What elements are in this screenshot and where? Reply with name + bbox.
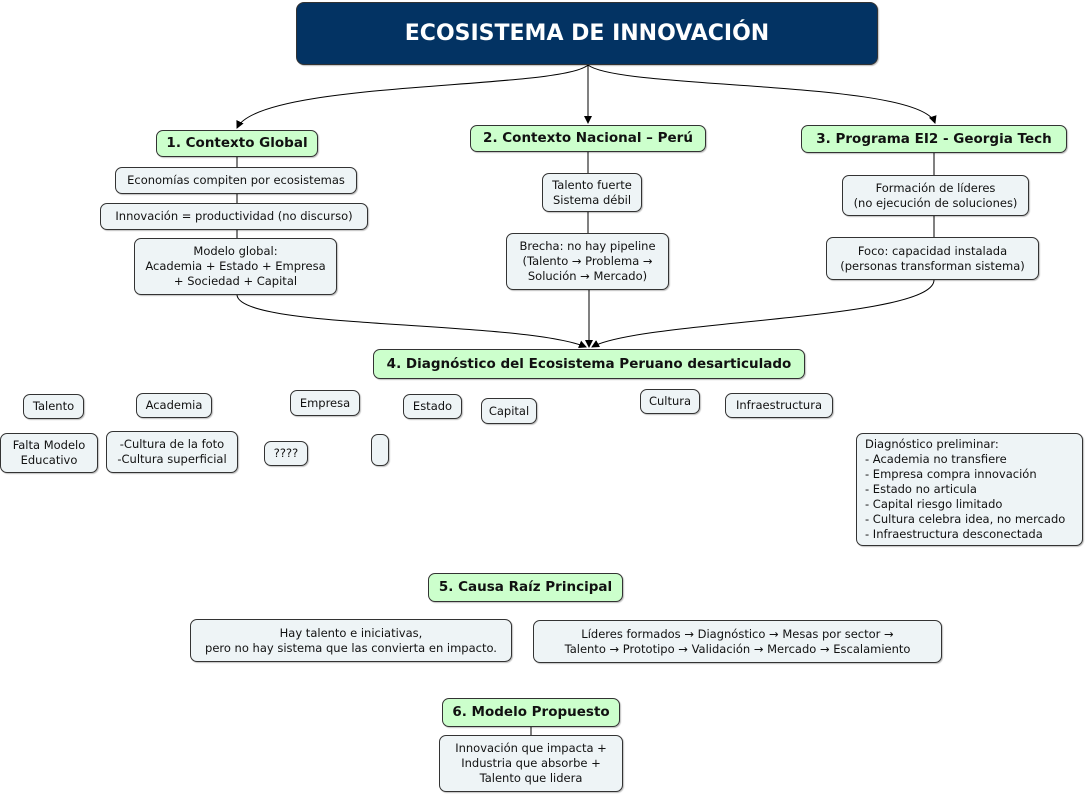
s1-node-productividad[interactable]: Innovación = productividad (no discurso) — [100, 203, 368, 230]
s1-node-modelo-global[interactable]: Modelo global: Academia + Estado + Empre… — [134, 238, 337, 295]
section-5-header[interactable]: 5. Causa Raíz Principal — [428, 573, 623, 602]
s3-node-formacion[interactable]: Formación de líderes (no ejecución de so… — [842, 175, 1029, 216]
section-1-header[interactable]: 1. Contexto Global — [156, 130, 318, 157]
diagnosis-box[interactable]: Diagnóstico preliminar: - Academia no tr… — [856, 433, 1083, 546]
actor-cultura[interactable]: Cultura — [640, 389, 700, 414]
section-2-header[interactable]: 2. Contexto Nacional – Perú — [470, 125, 706, 152]
note-unknown[interactable]: ???? — [264, 441, 308, 466]
actor-estado[interactable]: Estado — [403, 394, 462, 419]
s5-node-talento-iniciativas[interactable]: Hay talento e iniciativas, pero no hay s… — [190, 619, 512, 662]
section-4-header[interactable]: 4. Diagnóstico del Ecosistema Peruano de… — [373, 349, 805, 379]
actor-talento[interactable]: Talento — [23, 394, 84, 419]
section-3-header[interactable]: 3. Programa EI2 - Georgia Tech — [801, 125, 1067, 153]
note-falta-modelo[interactable]: Falta Modelo Educativo — [0, 433, 98, 473]
s5-node-pipeline[interactable]: Líderes formados → Diagnóstico → Mesas p… — [533, 620, 942, 663]
note-empty[interactable] — [371, 434, 389, 466]
s3-node-foco[interactable]: Foco: capacidad instalada (personas tran… — [826, 237, 1039, 280]
map-title[interactable]: ECOSISTEMA DE INNOVACIÓN — [296, 2, 878, 65]
s6-node-modelo[interactable]: Innovación que impacta + Industria que a… — [439, 735, 623, 792]
s1-node-ecosistemas[interactable]: Economías compiten por ecosistemas — [115, 167, 357, 194]
section-6-header[interactable]: 6. Modelo Propuesto — [442, 698, 620, 727]
s2-node-brecha[interactable]: Brecha: no hay pipeline (Talento → Probl… — [506, 233, 669, 290]
s2-node-talento-fuerte[interactable]: Talento fuerte Sistema débil — [542, 173, 642, 212]
actor-capital[interactable]: Capital — [481, 398, 537, 424]
actor-infraestructura[interactable]: Infraestructura — [725, 393, 833, 418]
actor-empresa[interactable]: Empresa — [290, 390, 360, 416]
actor-academia[interactable]: Academia — [136, 393, 212, 418]
note-cultura[interactable]: -Cultura de la foto -Cultura superficial — [106, 431, 238, 473]
